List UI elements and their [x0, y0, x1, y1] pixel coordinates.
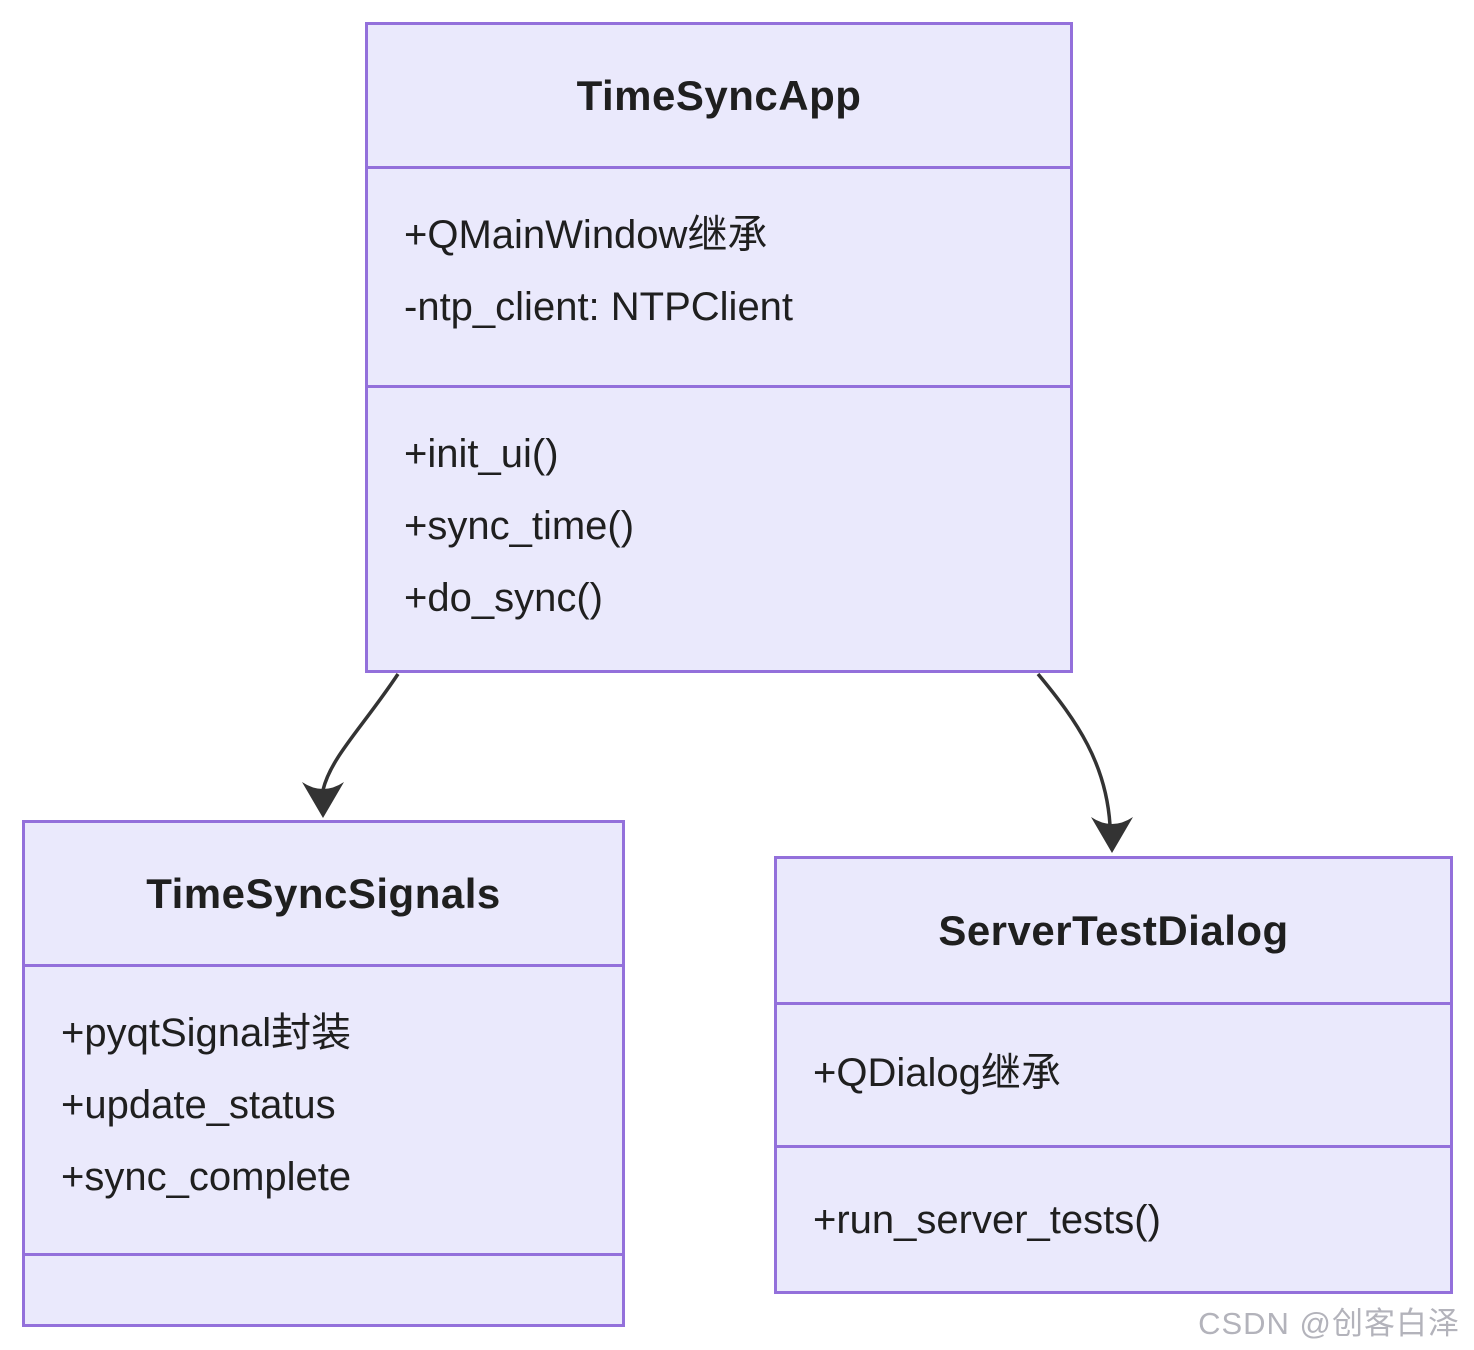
class-timesyncapp-title: TimeSyncApp — [576, 71, 862, 119]
edge-timesyncapp-to-servertestdialog — [1036, 672, 1112, 826]
method: +do_sync() — [404, 576, 603, 620]
class-timesyncapp: TimeSyncApp +QMainWindow继承 -ntp_client: … — [365, 22, 1073, 673]
csdn-watermark: CSDN @创客白泽 — [1198, 1306, 1460, 1341]
class-timesyncsignals-title: TimeSyncSignals — [146, 869, 501, 917]
class-timesyncapp-attributes: +QMainWindow继承 -ntp_client: NTPClient — [368, 166, 1070, 385]
arrowhead-timesyncsignals-icon — [302, 782, 344, 818]
edge-timesyncapp-to-timesyncsignals — [321, 673, 400, 791]
class-servertestdialog-attributes: +QDialog继承 — [777, 1002, 1450, 1145]
attribute: +pyqtSignal封装 — [61, 1011, 352, 1055]
class-timesyncsignals-methods-empty — [25, 1253, 622, 1324]
attribute: -ntp_client: NTPClient — [404, 285, 794, 329]
method: +sync_time() — [404, 504, 635, 548]
attribute: +QMainWindow继承 — [404, 213, 768, 257]
class-timesyncapp-methods: +init_ui() +sync_time() +do_sync() — [368, 385, 1070, 670]
attribute: +update_status — [61, 1083, 336, 1127]
class-servertestdialog-methods: +run_server_tests() — [777, 1145, 1450, 1291]
class-servertestdialog-title: ServerTestDialog — [938, 906, 1289, 954]
method: +run_server_tests() — [813, 1198, 1161, 1242]
method: +init_ui() — [404, 432, 559, 476]
class-timesyncsignals-attributes: +pyqtSignal封装 +update_status +sync_compl… — [25, 964, 622, 1253]
arrowhead-servertestdialog-icon — [1091, 817, 1133, 853]
attribute: +sync_complete — [61, 1155, 352, 1199]
attribute: +QDialog继承 — [813, 1051, 1061, 1095]
class-servertestdialog: ServerTestDialog +QDialog继承 +run_server_… — [774, 856, 1453, 1294]
class-timesyncsignals: TimeSyncSignals +pyqtSignal封装 +update_st… — [22, 820, 625, 1327]
